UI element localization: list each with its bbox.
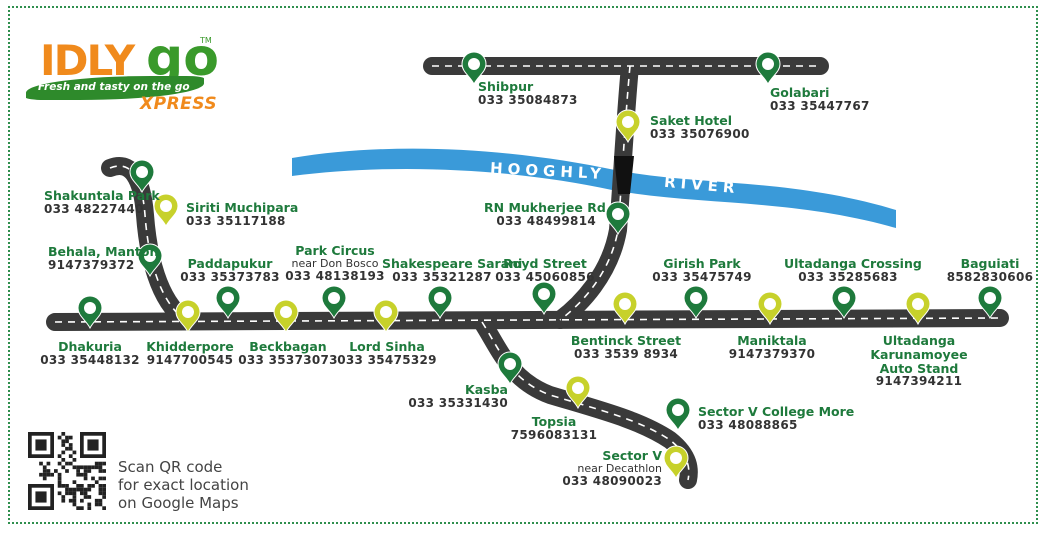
map-pin-icon[interactable] xyxy=(755,51,781,86)
map-pin-icon[interactable] xyxy=(665,397,691,432)
map-pin-icon[interactable] xyxy=(531,281,557,316)
map-pin-icon[interactable] xyxy=(273,299,299,334)
pin-layer xyxy=(77,51,1003,480)
map-pin-icon[interactable] xyxy=(615,109,641,144)
map-pin-icon[interactable] xyxy=(831,285,857,320)
idlygo-logo: IDLY go TM Fresh and tasty on the go XPR… xyxy=(24,28,224,114)
map-pin-icon[interactable] xyxy=(612,291,638,326)
map-pin-icon[interactable] xyxy=(757,291,783,326)
map-pin-icon[interactable] xyxy=(129,159,155,194)
map-pin-icon[interactable] xyxy=(461,51,487,86)
map-pin-icon[interactable] xyxy=(663,445,689,480)
map-pin-icon[interactable] xyxy=(373,299,399,334)
map-pin-icon[interactable] xyxy=(175,299,201,334)
map-pin-icon[interactable] xyxy=(321,285,347,320)
map-pin-icon[interactable] xyxy=(565,375,591,410)
hooghly-river xyxy=(292,148,896,228)
map-pin-icon[interactable] xyxy=(427,285,453,320)
map-pin-icon[interactable] xyxy=(153,193,179,228)
logo-trademark: TM xyxy=(200,36,212,45)
qr-code-icon[interactable] xyxy=(28,432,106,510)
map-pin-icon[interactable] xyxy=(77,295,103,330)
logo-xpress: XPRESS xyxy=(140,94,218,114)
bridge-icon xyxy=(614,156,634,194)
map-pin-icon[interactable] xyxy=(215,285,241,320)
map-pin-icon[interactable] xyxy=(977,285,1003,320)
map-pin-icon[interactable] xyxy=(905,291,931,326)
logo-tagline: Fresh and tasty on the go xyxy=(38,81,190,93)
map-pin-icon[interactable] xyxy=(605,201,631,236)
map-pin-icon[interactable] xyxy=(137,243,163,278)
map-pin-icon[interactable] xyxy=(497,351,523,386)
qr-instructions: Scan QR code for exact location on Googl… xyxy=(118,458,249,512)
map-pin-icon[interactable] xyxy=(683,285,709,320)
dotted-border-frame xyxy=(8,6,1038,524)
